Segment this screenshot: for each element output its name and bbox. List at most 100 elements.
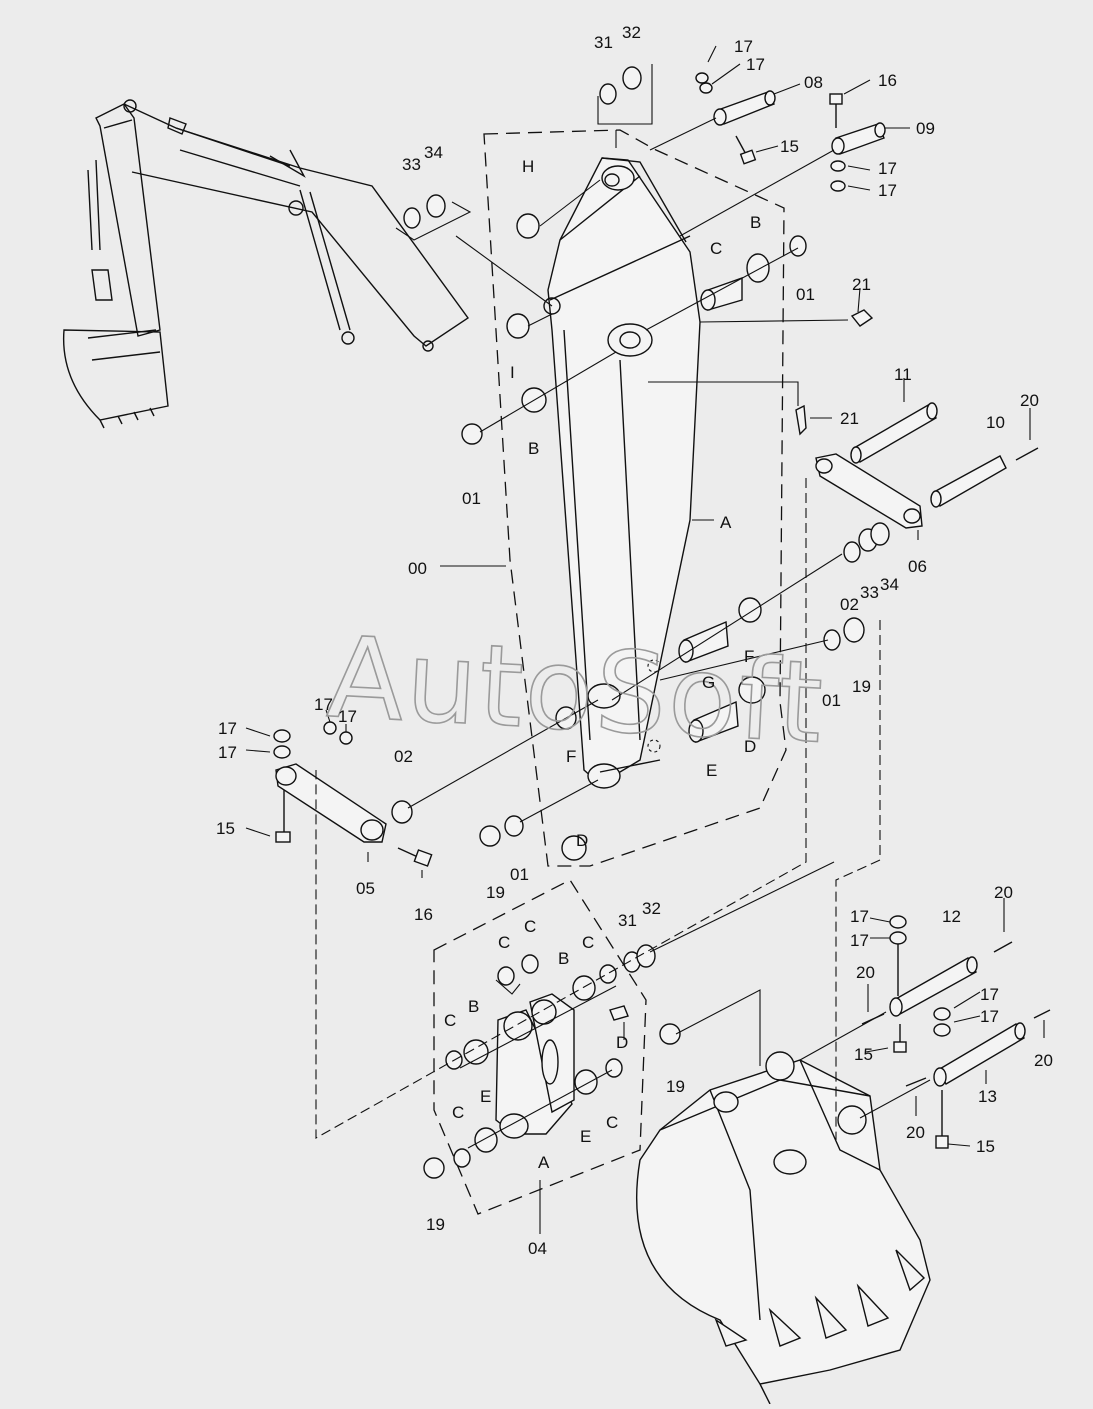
callout-B-lower-a: B xyxy=(558,949,569,968)
callout-00: 00 xyxy=(408,559,427,578)
callout-20-e: 20 xyxy=(906,1123,925,1142)
pin-13 xyxy=(905,1007,1051,1149)
callout-01-left: 01 xyxy=(510,865,529,884)
callout-17-b: 17 xyxy=(746,55,765,74)
bushings-middle xyxy=(391,597,865,861)
callout-09: 09 xyxy=(916,119,935,138)
callout-06: 06 xyxy=(908,557,927,576)
callout-05: 05 xyxy=(356,879,375,898)
callout-17-f: 17 xyxy=(218,743,237,762)
shims-02-33-34 xyxy=(843,522,890,563)
callout-G: G xyxy=(702,673,715,692)
link-assembly-boundary xyxy=(433,879,647,1215)
callout-A-arm: A xyxy=(720,513,732,532)
callout-13: 13 xyxy=(978,1087,997,1106)
callout-17-c: 17 xyxy=(878,159,897,178)
callout-C-f: C xyxy=(452,1103,464,1122)
callout-20-b: 20 xyxy=(994,883,1013,902)
callout-C-d: C xyxy=(444,1011,456,1030)
shims-33-34-upper xyxy=(395,194,472,241)
callout-D-left: D xyxy=(576,831,588,850)
arm-assembly-boundary xyxy=(483,129,787,867)
callout-34-top: 34 xyxy=(424,143,443,162)
callout-20-c: 20 xyxy=(856,963,875,982)
callout-20-top: 20 xyxy=(1020,391,1039,410)
callout-B-lower-b: B xyxy=(468,997,479,1016)
callout-15-d: 15 xyxy=(976,1137,995,1156)
callout-15-top: 15 xyxy=(780,137,799,156)
nuts-17-upper xyxy=(695,72,846,192)
bushings-upper xyxy=(461,213,807,445)
grease-fittings-21 xyxy=(795,309,874,436)
callout-E-lower-a: E xyxy=(580,1127,591,1146)
callout-02-left: 02 xyxy=(394,747,413,766)
callout-21-b: 21 xyxy=(840,409,859,428)
pin-08 xyxy=(713,90,776,126)
callout-C-c: C xyxy=(582,933,594,952)
pin-12 xyxy=(861,915,1013,1053)
callout-F-right: F xyxy=(744,647,754,666)
callout-D-right: D xyxy=(744,737,756,756)
pin-11 xyxy=(850,402,938,464)
callout-17-a: 17 xyxy=(734,37,753,56)
callout-33-top: 33 xyxy=(402,155,421,174)
callout-leaders xyxy=(245,45,1045,1234)
callout-B-mid: B xyxy=(528,439,539,458)
callout-34-right: 34 xyxy=(880,575,899,594)
callout-B-upper: B xyxy=(750,213,761,232)
arm-A xyxy=(543,157,701,789)
callout-A-link: A xyxy=(538,1153,550,1172)
callout-17-e: 17 xyxy=(218,719,237,738)
callout-19-lower: 19 xyxy=(666,1077,685,1096)
link-A-lower xyxy=(495,993,575,1139)
callout-19-left: 19 xyxy=(486,883,505,902)
leader-connections xyxy=(315,117,931,1149)
callout-15-c: 15 xyxy=(854,1045,873,1064)
callout-21-a: 21 xyxy=(852,275,871,294)
shims-31-32 xyxy=(597,64,653,125)
callout-C-a: C xyxy=(524,917,536,936)
callout-16-top: 16 xyxy=(878,71,897,90)
bushings-lower xyxy=(423,944,681,1179)
callout-C-upper: C xyxy=(710,239,722,258)
callout-15-left: 15 xyxy=(216,819,235,838)
callout-19-bottom: 19 xyxy=(426,1215,445,1234)
callout-08: 08 xyxy=(804,73,823,92)
callout-E-right: E xyxy=(706,761,717,780)
callout-16-left: 16 xyxy=(414,905,433,924)
callout-E-lower-b: E xyxy=(480,1087,491,1106)
callout-17-d: 17 xyxy=(878,181,897,200)
callout-32-top: 32 xyxy=(622,23,641,42)
link-06 xyxy=(815,453,923,529)
callout-02-right: 02 xyxy=(840,595,859,614)
callout-I: I xyxy=(510,363,515,382)
callout-32-lower: 32 xyxy=(642,899,661,918)
callout-01-right: 01 xyxy=(822,691,841,710)
callout-10: 10 xyxy=(986,413,1005,432)
callout-17-l: 17 xyxy=(980,1007,999,1026)
pin-09 xyxy=(831,122,886,155)
callout-20-d: 20 xyxy=(1034,1051,1053,1070)
callout-31-top: 31 xyxy=(594,33,613,52)
callout-H: H xyxy=(522,157,534,176)
callout-17-h: 17 xyxy=(338,707,357,726)
callout-C-b: C xyxy=(498,933,510,952)
callout-labels: 31 32 17 17 08 16 09 15 33 34 H 17 17 B … xyxy=(216,23,1053,1258)
callout-04: 04 xyxy=(528,1239,547,1258)
callout-01-mid: 01 xyxy=(462,489,481,508)
watermark-text: AutoSoft xyxy=(324,613,827,769)
callout-12: 12 xyxy=(942,907,961,926)
callout-C-e: C xyxy=(606,1113,618,1132)
bolt-16-upper xyxy=(829,93,843,128)
link-05 xyxy=(273,721,433,867)
callout-17-i: 17 xyxy=(850,907,869,926)
callout-17-j: 17 xyxy=(850,931,869,950)
callout-01-upper: 01 xyxy=(796,285,815,304)
callout-19-right: 19 xyxy=(852,677,871,696)
pin-10 xyxy=(930,447,1039,508)
excavator-attachment-inset xyxy=(62,99,469,429)
callout-17-g: 17 xyxy=(314,695,333,714)
callout-33-right: 33 xyxy=(860,583,879,602)
